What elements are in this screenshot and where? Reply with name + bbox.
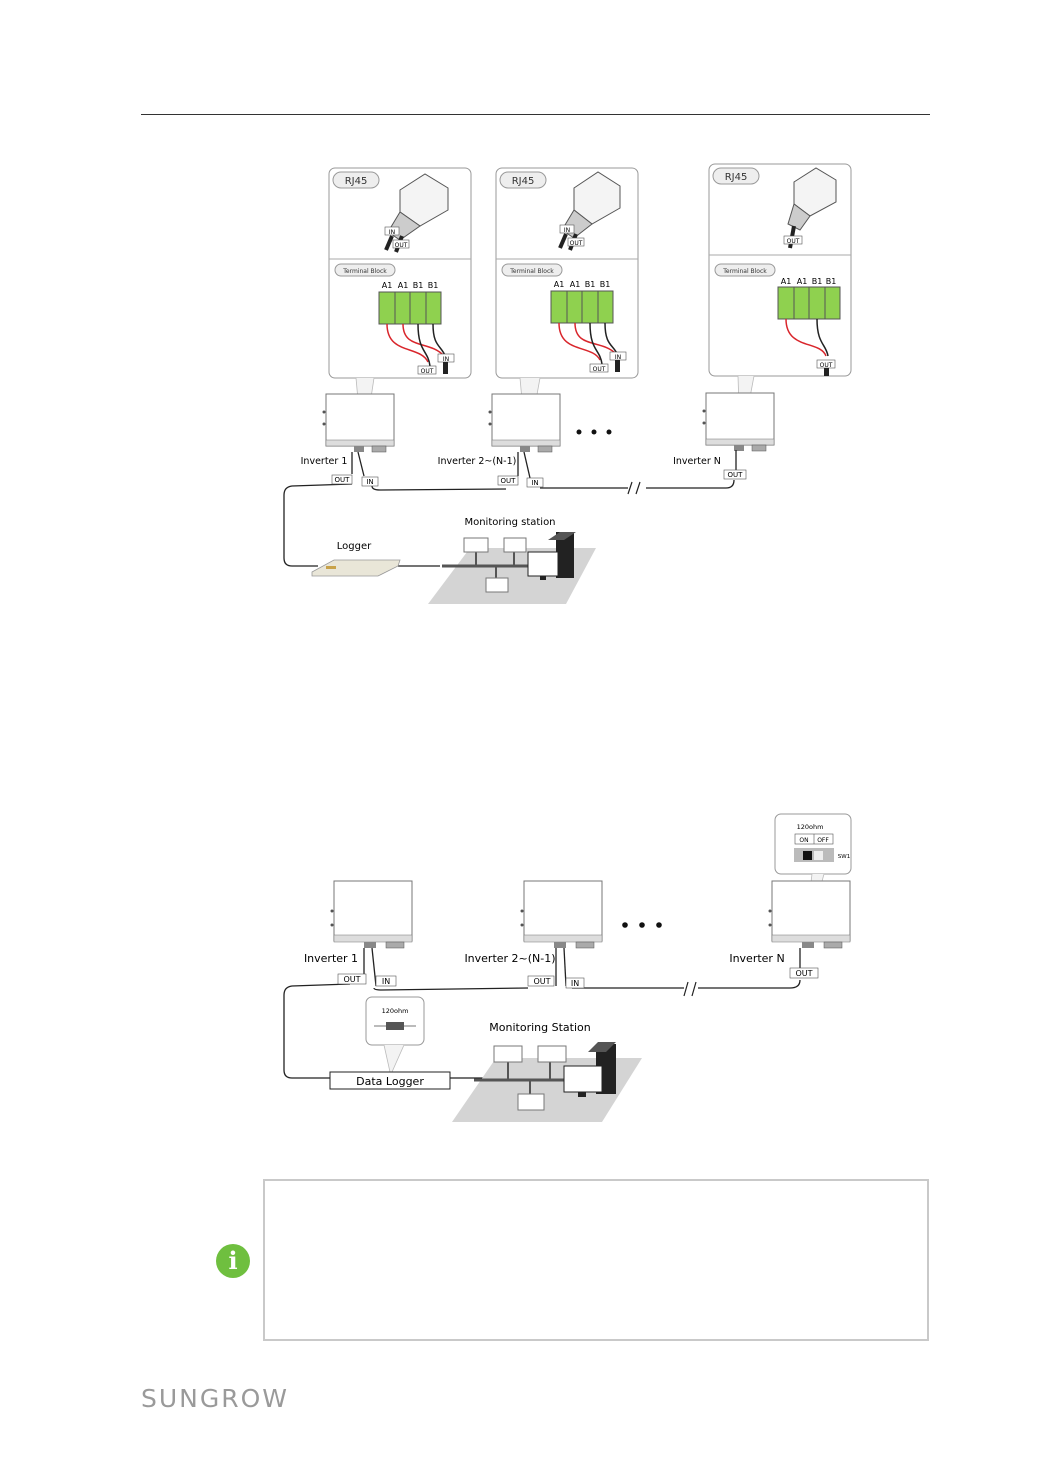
pin-label: B1	[826, 277, 837, 286]
monitoring-station: Monitoring Station	[452, 1021, 642, 1122]
pin-label: A1	[554, 280, 565, 289]
pin-label: B1	[812, 277, 823, 286]
resistor-callout: 120ohm	[365, 996, 425, 1073]
cable-in-label: IN	[389, 229, 395, 236]
logger-device: Logger	[311, 541, 401, 577]
terminal-block-label: Terminal Block	[509, 268, 554, 275]
sungrow-logo: SUNGROW	[141, 1384, 290, 1413]
port-out-label: OUT	[795, 969, 812, 978]
inverter-n: Inverter N	[673, 392, 775, 467]
port-labels: OUT IN OUT IN OUT	[337, 967, 819, 989]
rj45-label: RJ45	[345, 176, 368, 187]
rs485-cables	[283, 450, 737, 567]
wire-out-label: OUT	[421, 368, 434, 375]
wire-in-label: IN	[443, 356, 449, 363]
cable-out-label: OUT	[570, 240, 583, 247]
inverter-2: Inverter 2~(N-1)	[464, 880, 603, 965]
inverter-1: Inverter 1	[304, 880, 413, 965]
panel-inverter-2: RJ45 IN OUT Terminal Block A1 A1 B1 B1 I	[495, 167, 639, 445]
station-label: Monitoring Station	[489, 1021, 590, 1034]
wire-out-label: OUT	[820, 362, 833, 369]
pin-label: B1	[600, 280, 611, 289]
switch-resistance-label: 120ohm	[797, 823, 824, 831]
port-in-label: IN	[382, 977, 390, 986]
port-out-label: OUT	[501, 477, 517, 485]
port-in-label: IN	[531, 479, 538, 487]
inverter-2: Inverter 2~(N-1)	[438, 393, 561, 467]
port-out-label: OUT	[343, 975, 360, 984]
rj45-label: RJ45	[512, 176, 535, 187]
panel-inverter-n: RJ45 OUT Terminal Block A1 A1 B1 B1 OUT	[708, 163, 852, 441]
wire-in-label: IN	[615, 354, 621, 361]
pin-label: A1	[570, 280, 581, 289]
rj45-label: RJ45	[725, 172, 748, 183]
monitoring-station: Monitoring station	[428, 517, 596, 604]
pin-label: B1	[413, 281, 424, 290]
cable-out-label: OUT	[395, 242, 408, 249]
info-icon: i	[216, 1244, 250, 1278]
logger-label: Logger	[337, 541, 372, 552]
pin-label: A1	[398, 281, 409, 290]
inverter-label: Inverter 1	[301, 456, 348, 467]
inverter-n: Inverter N	[729, 880, 851, 965]
terminal-block-label: Terminal Block	[722, 268, 767, 275]
resistor-label: 120ohm	[382, 1007, 409, 1015]
note-box	[263, 1179, 929, 1341]
port-in-label: IN	[571, 979, 579, 988]
switch-off-label: OFF	[817, 837, 829, 844]
terminal-block-label: Terminal Block	[342, 268, 387, 275]
data-logger-device: Data Logger	[329, 1071, 451, 1090]
rs485-cables	[283, 947, 801, 1079]
port-out-label: OUT	[335, 476, 351, 484]
pin-label: A1	[797, 277, 808, 286]
port-out-label: OUT	[533, 977, 550, 986]
port-out-label: OUT	[728, 471, 744, 479]
cable-in-label: IN	[564, 227, 570, 234]
inverter-label: Inverter 2~(N-1)	[464, 952, 555, 965]
station-label: Monitoring station	[464, 517, 555, 528]
ellipsis-dots	[576, 429, 612, 435]
cable-out-label: OUT	[787, 238, 800, 245]
pin-label: B1	[585, 280, 596, 289]
wire-out-label: OUT	[593, 366, 606, 373]
inverter-label: Inverter N	[729, 952, 784, 965]
pin-label: B1	[428, 281, 439, 290]
switch-on-label: ON	[799, 837, 808, 844]
data-logger-label: Data Logger	[356, 1075, 424, 1088]
inverter-1: Inverter 1	[301, 393, 395, 467]
inverter-label: Inverter N	[673, 456, 721, 467]
header-rule	[141, 114, 930, 115]
switch-id-label: SW1	[838, 854, 850, 860]
port-in-label: IN	[366, 478, 373, 486]
ellipsis-dots	[622, 922, 662, 928]
inverter-label: Inverter 1	[304, 952, 358, 965]
pin-label: A1	[382, 281, 393, 290]
pin-label: A1	[781, 277, 792, 286]
inverter-label: Inverter 2~(N-1)	[438, 456, 517, 467]
port-labels: OUT IN OUT IN OUT	[331, 469, 747, 488]
wiring-diagrams: RJ45 IN OUT Terminal Block A1 A1 B1 B1 I	[283, 163, 852, 1122]
